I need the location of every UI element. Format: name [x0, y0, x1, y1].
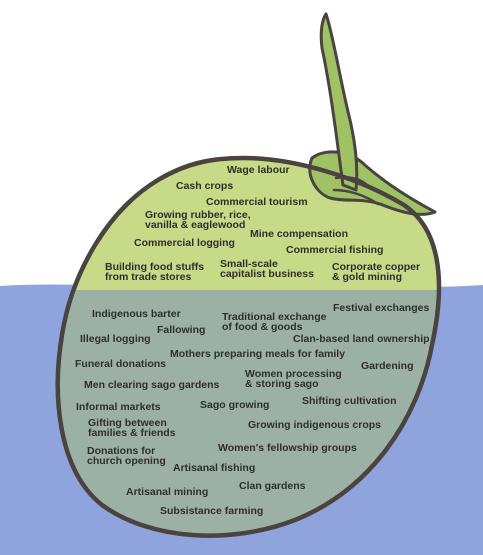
label-gardening: Gardening — [361, 361, 414, 371]
label-gifting: Gifting between families & friends — [88, 418, 176, 438]
label-festival-exchanges: Festival exchanges — [333, 303, 429, 313]
label-informal-markets: Informal markets — [76, 402, 161, 412]
label-womens-fellowship: Women's fellowship groups — [218, 443, 357, 453]
label-donations-church: Donations for church opening — [87, 446, 166, 466]
label-cash-crops: Cash crops — [176, 181, 233, 191]
label-commercial-tourism: Commercial tourism — [206, 197, 308, 207]
label-mine-compensation: Mine compensation — [250, 229, 348, 239]
label-building-food-stuffs: Building food stuffs from trade stores — [105, 262, 204, 282]
label-small-scale-business: Small-scale capitalist business — [220, 259, 314, 279]
label-subsistence-farming: Subsistance farming — [160, 506, 263, 516]
label-artisanal-fishing: Artisanal fishing — [173, 463, 255, 473]
label-illegal-logging: Illegal logging — [80, 334, 151, 344]
label-women-processing-sago: Women processing & storing sago — [245, 369, 342, 389]
label-clan-land-ownership: Clan-based land ownership — [293, 334, 430, 344]
label-wage-labour: Wage labour — [227, 165, 290, 175]
label-shifting-cultivation: Shifting cultivation — [302, 396, 397, 406]
label-funeral-donations: Funeral donations — [75, 359, 166, 369]
label-traditional-exchange: Traditional exchange of food & goods — [222, 312, 326, 332]
label-mothers-preparing-meals: Mothers preparing meals for family — [170, 349, 345, 359]
label-commercial-fishing: Commercial fishing — [286, 245, 383, 255]
label-growing-rubber: Growing rubber, rice, vanilla & eaglewoo… — [145, 210, 251, 230]
label-fallowing: Fallowing — [157, 325, 205, 335]
label-sago-growing: Sago growing — [200, 400, 269, 410]
label-indigenous-barter: Indigenous barter — [92, 309, 181, 319]
label-commercial-logging: Commercial logging — [134, 238, 235, 248]
label-men-clearing-sago: Men clearing sago gardens — [84, 380, 219, 390]
label-clan-gardens: Clan gardens — [239, 481, 306, 491]
label-corporate-mining: Corporate copper & gold mining — [332, 262, 420, 282]
label-artisanal-mining: Artisanal mining — [126, 487, 208, 497]
label-growing-indigenous-crops: Growing indigenous crops — [248, 420, 381, 430]
